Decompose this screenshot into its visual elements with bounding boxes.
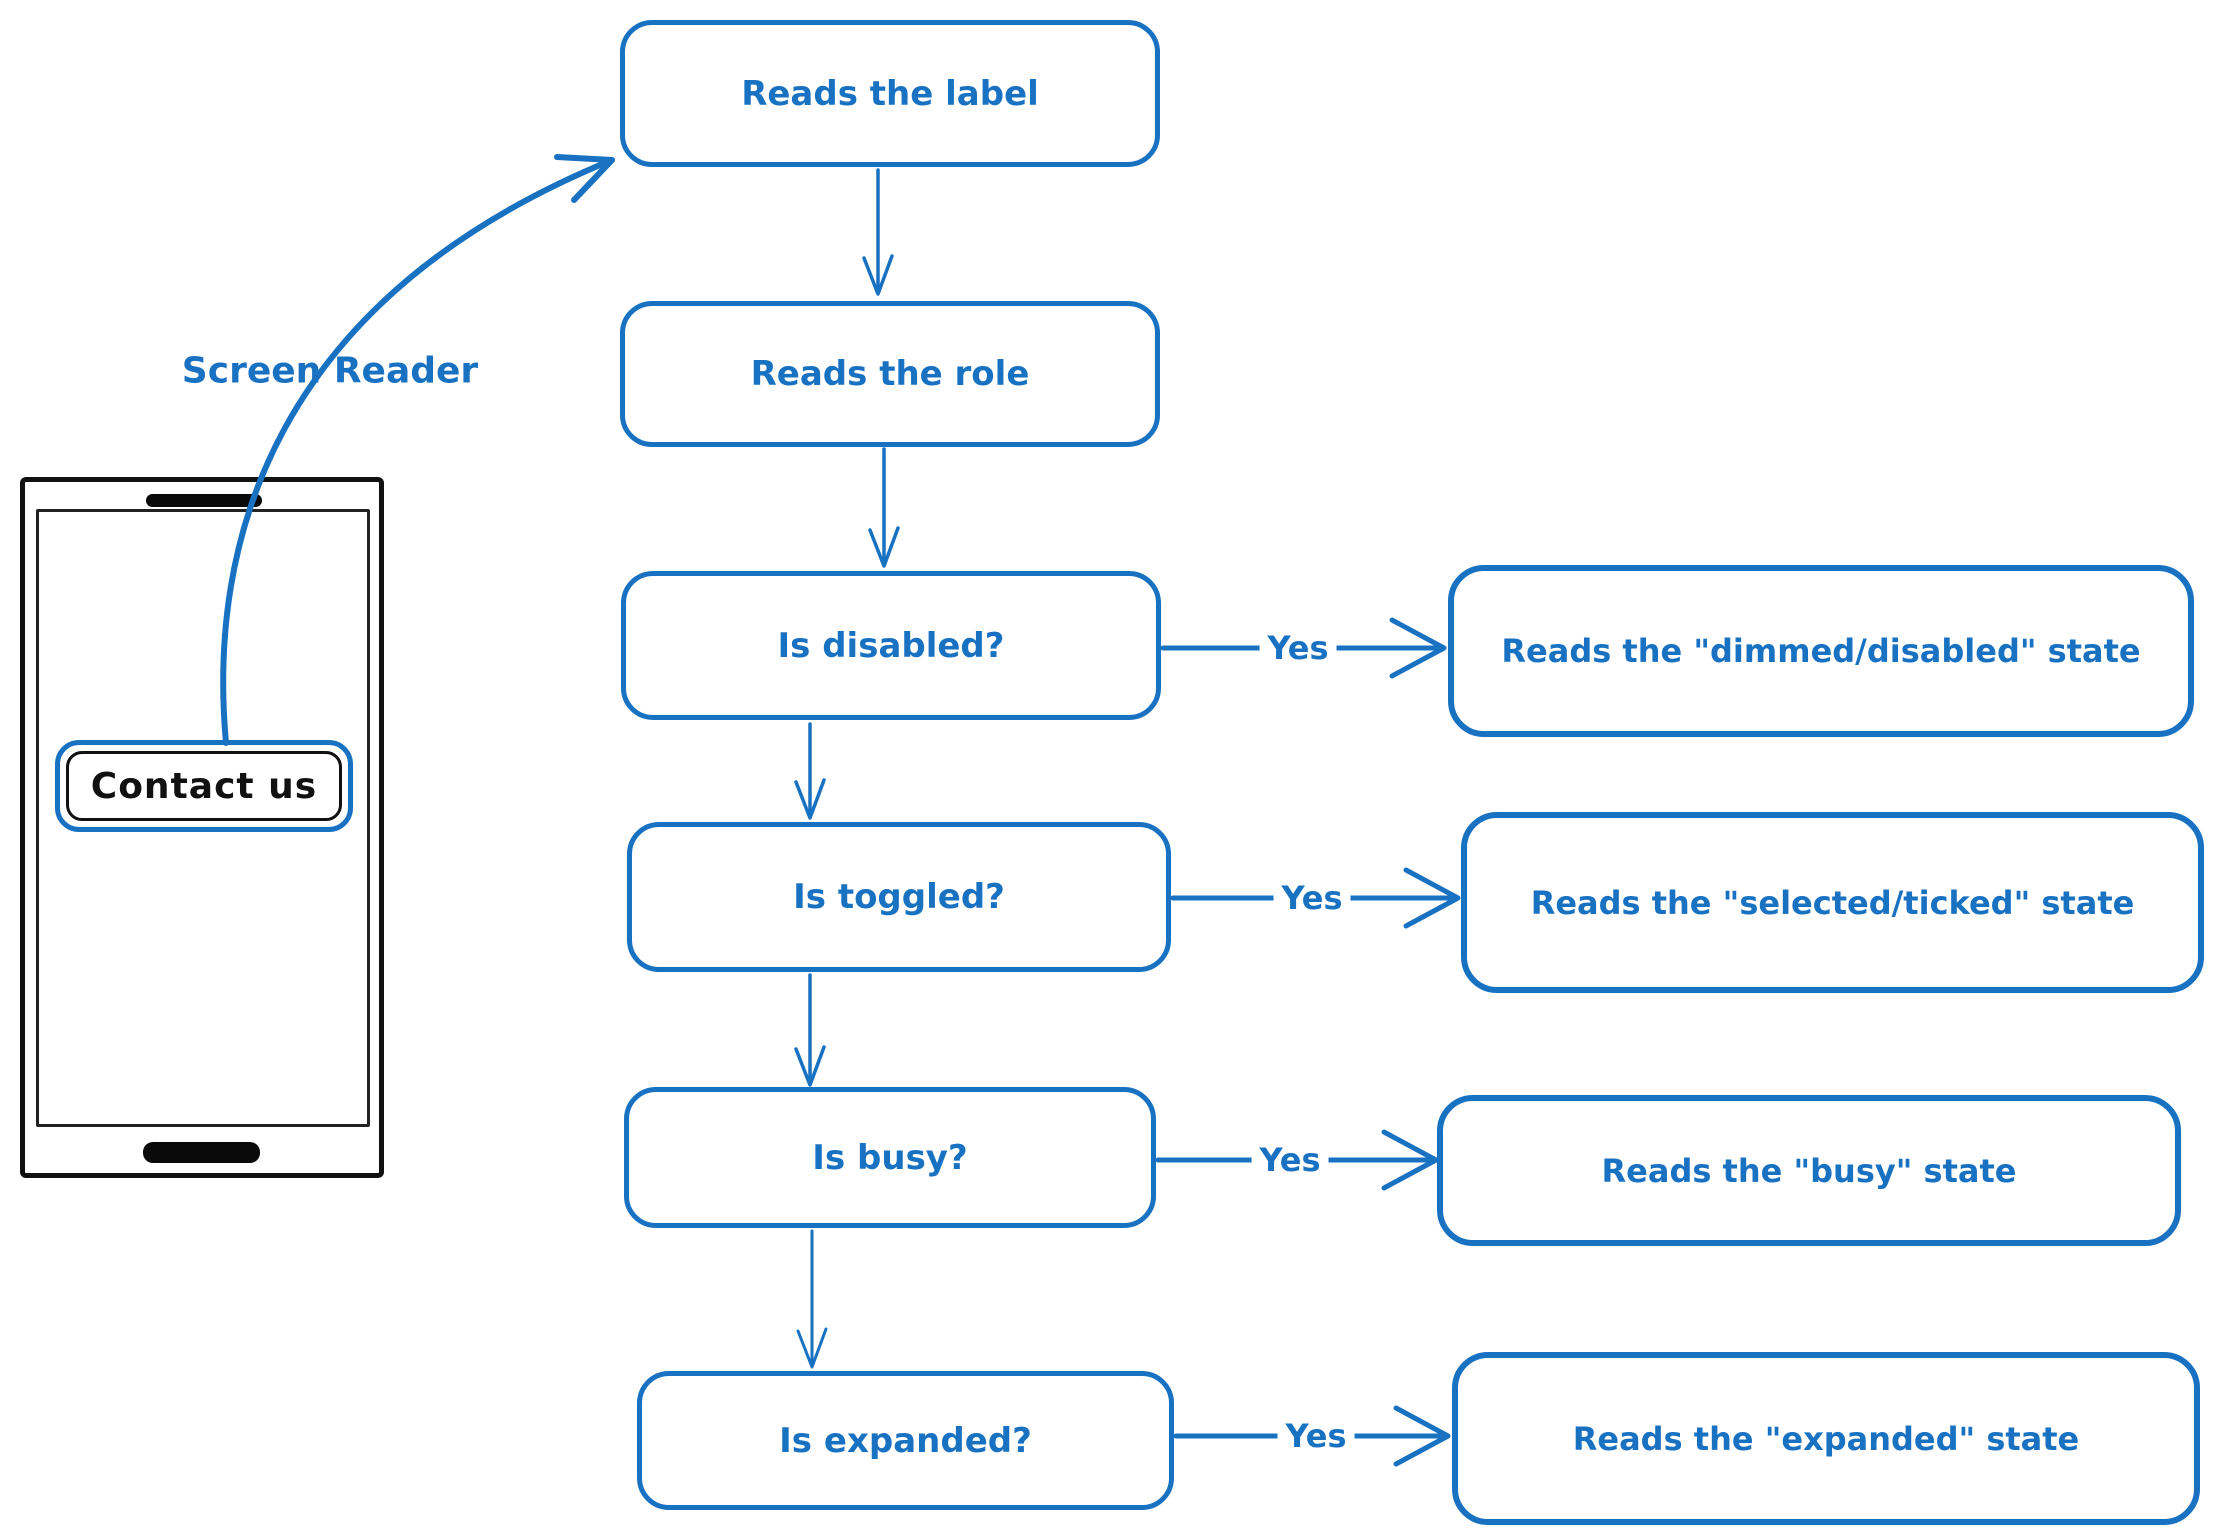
yes-label-busy: Yes [1251, 1141, 1329, 1179]
yes-label-expanded: Yes [1277, 1417, 1355, 1455]
node-result-toggled-text: Reads the "selected/ticked" state [1530, 883, 2135, 922]
phone-screen: Contact us [36, 509, 370, 1127]
arrow-label-to-role [862, 168, 894, 296]
contact-us-button: Contact us [66, 751, 342, 821]
yes-label-toggled: Yes [1273, 879, 1351, 917]
node-reads-label: Reads the label [620, 20, 1160, 167]
node-result-busy-text: Reads the "busy" state [1601, 1151, 2017, 1190]
yes-label-disabled: Yes [1259, 629, 1337, 667]
node-is-disabled-text: Is disabled? [777, 625, 1005, 666]
node-reads-role-text: Reads the role [750, 354, 1030, 394]
screen-reader-label: Screen Reader [181, 350, 479, 392]
phone-home-button [143, 1142, 260, 1163]
arrow-disabled-to-toggled [794, 722, 826, 820]
node-is-busy: Is busy? [624, 1087, 1156, 1228]
node-result-busy: Reads the "busy" state [1437, 1095, 2181, 1246]
arrow-toggled-to-busy [794, 973, 826, 1087]
node-result-disabled-text: Reads the "dimmed/disabled" state [1501, 632, 2141, 670]
node-result-expanded-text: Reads the "expanded" state [1572, 1419, 2080, 1458]
phone-frame: Contact us [20, 477, 384, 1178]
node-result-expanded: Reads the "expanded" state [1452, 1352, 2200, 1525]
node-is-expanded-text: Is expanded? [779, 1420, 1032, 1461]
node-result-disabled: Reads the "dimmed/disabled" state [1448, 565, 2194, 737]
node-is-toggled-text: Is toggled? [793, 877, 1005, 917]
arrow-busy-to-expanded [796, 1229, 828, 1369]
contact-us-label: Contact us [90, 765, 318, 807]
node-is-toggled: Is toggled? [627, 822, 1171, 972]
node-result-toggled: Reads the "selected/ticked" state [1461, 812, 2204, 993]
node-is-busy-text: Is busy? [812, 1137, 968, 1178]
arrow-role-to-disabled [868, 447, 900, 568]
node-reads-label-text: Reads the label [741, 73, 1039, 114]
node-reads-role: Reads the role [620, 301, 1160, 447]
node-is-disabled: Is disabled? [621, 571, 1161, 720]
node-is-expanded: Is expanded? [637, 1371, 1174, 1510]
phone-speaker [146, 494, 262, 507]
focus-highlight-ring: Contact us [55, 740, 353, 832]
